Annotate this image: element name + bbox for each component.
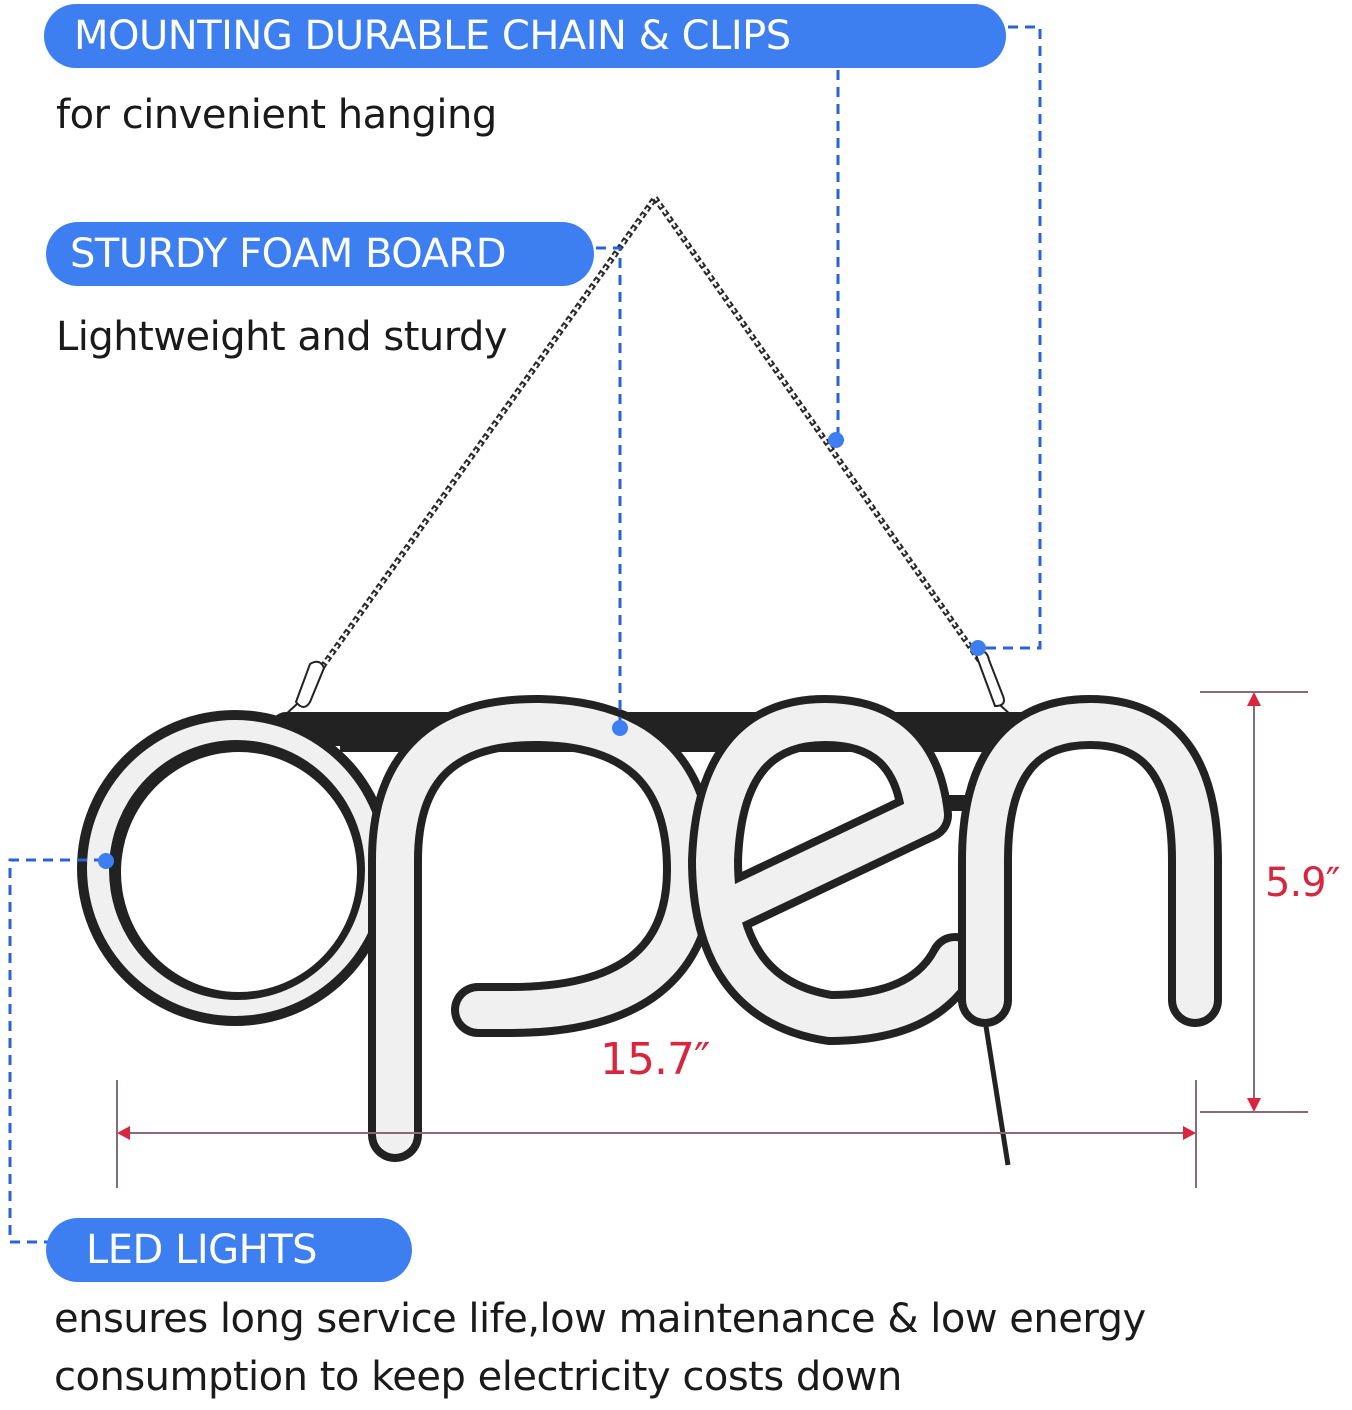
feature-title: STURDY FOAM BOARD <box>70 231 507 277</box>
feature-description: for cinvenient hanging <box>56 92 497 138</box>
feature-badge-foam-board: STURDY FOAM BOARD <box>46 222 594 286</box>
chain-clips <box>283 650 1013 717</box>
callout-dots <box>98 432 986 869</box>
hanging-chain <box>310 196 988 682</box>
height-dimension-label: 5.9″ <box>1265 860 1341 906</box>
feature-badge-chain-clips: MOUNTING DURABLE CHAIN & CLIPS <box>44 4 1006 68</box>
width-dimension-label: 15.7″ <box>600 1034 710 1085</box>
feature-description-line-2: consumption to keep electricity costs do… <box>54 1354 902 1400</box>
feature-badge-led-lights: LED LIGHTS <box>46 1218 412 1282</box>
feature-description-line-1: ensures long service life,low maintenanc… <box>54 1296 1146 1342</box>
feature-description: Lightweight and sturdy <box>56 314 508 360</box>
feature-title: LED LIGHTS <box>86 1227 318 1273</box>
callout-connectors <box>8 25 1042 1244</box>
dimension-lines <box>116 691 1308 1188</box>
feature-title: MOUNTING DURABLE CHAIN & CLIPS <box>74 13 791 59</box>
open-sign <box>77 694 1222 1166</box>
